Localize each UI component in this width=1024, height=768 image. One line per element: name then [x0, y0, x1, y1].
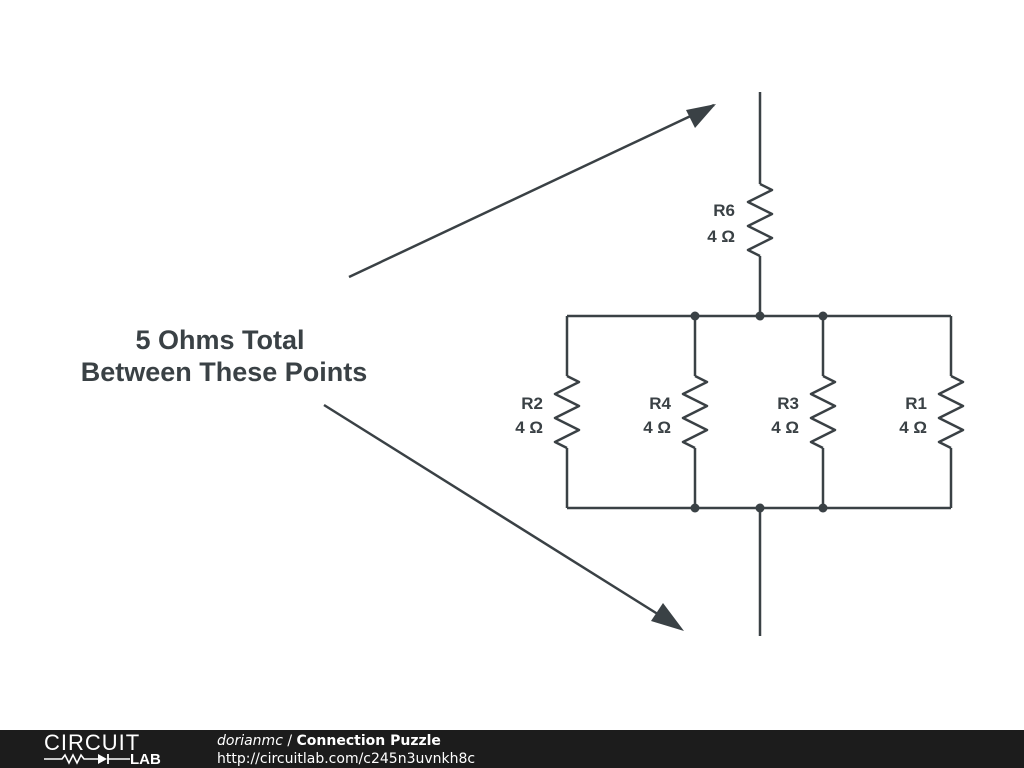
junction-bottom-terminal [755, 503, 765, 513]
arrow-to-top-point-head [686, 104, 716, 128]
r2-name-label: R2 [521, 394, 543, 413]
r4-name-label: R4 [649, 394, 671, 413]
junction-top-r6 [755, 311, 765, 321]
resistor-r4 [681, 374, 709, 450]
callout-line-1: 5 Ohms Total [135, 325, 304, 355]
circuit-diagram: 5 Ohms Total Between These Points [81, 92, 965, 636]
footer-bar: CIRCUIT LAB dorianmc / Connection Puzzle… [0, 730, 1024, 768]
r2-value-label: 4 Ω [515, 418, 543, 437]
arrow-to-top-point [348, 103, 715, 279]
r4-value-label: 4 Ω [643, 418, 671, 437]
r1-value-label: 4 Ω [899, 418, 927, 437]
r6-name-label: R6 [713, 201, 735, 220]
logo-wordmark-lab: LAB [130, 751, 161, 768]
footer-title-line: dorianmc / Connection Puzzle [217, 732, 475, 750]
r3-value-label: 4 Ω [771, 418, 799, 437]
r3-name-label: R3 [777, 394, 799, 413]
resistor-r6 [746, 182, 774, 258]
footer-info: dorianmc / Connection Puzzle http://circ… [217, 732, 475, 768]
junction-bottom-r3 [818, 503, 828, 513]
circuit-url[interactable]: http://circuitlab.com/c245n3uvnkh8c [217, 751, 476, 767]
title-separator: / [282, 733, 297, 749]
author-link[interactable]: dorianmc [217, 733, 283, 749]
r6-value-label: 4 Ω [707, 227, 735, 246]
resistor-r3 [809, 374, 837, 450]
junction-top-r3 [818, 311, 828, 321]
r1-name-label: R1 [905, 394, 927, 413]
junction-bottom-r4 [690, 503, 700, 513]
callout-line-2: Between These Points [81, 357, 368, 387]
resistor-r1 [937, 374, 965, 450]
resistor-r2 [553, 374, 581, 450]
circuitlab-logo[interactable]: CIRCUIT LAB [38, 730, 178, 768]
circuit-title[interactable]: Connection Puzzle [296, 733, 441, 749]
junction-top-r4 [690, 311, 700, 321]
logo-resistor-diode-icon [44, 753, 130, 765]
logo-wordmark-circuit: CIRCUIT [44, 730, 141, 755]
arrow-to-bottom-point [323, 403, 681, 630]
arrow-to-bottom-point-head [651, 603, 684, 631]
